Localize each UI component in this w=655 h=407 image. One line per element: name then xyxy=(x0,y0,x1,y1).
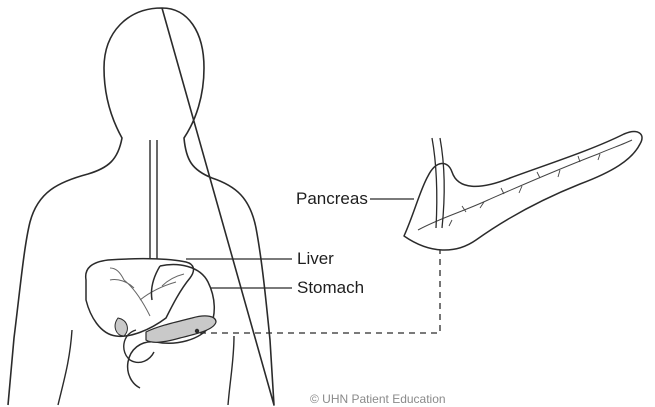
pancreas-enlarged xyxy=(404,132,642,250)
esophagus xyxy=(150,140,157,266)
left-arm-line xyxy=(58,330,72,405)
stomach-label: Stomach xyxy=(297,279,364,296)
pancreas-label: Pancreas xyxy=(296,190,368,207)
liver-label: Liver xyxy=(297,250,334,267)
right-arm-line xyxy=(228,336,234,405)
pancreas-marker xyxy=(195,329,199,333)
copyright-text: © UHN Patient Education xyxy=(310,393,446,405)
